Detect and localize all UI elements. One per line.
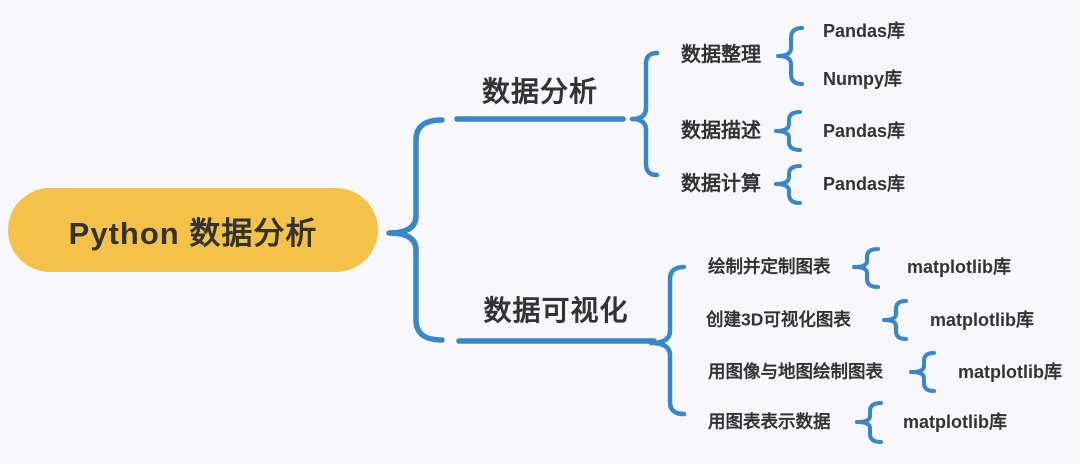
lib-node-pandas-2[interactable]: Pandas库	[823, 121, 906, 141]
child-node-data-compute[interactable]: 数据计算	[681, 173, 761, 195]
brace-data-describe-icon	[774, 110, 802, 152]
lib-node-pandas-3[interactable]: Pandas库	[823, 174, 906, 194]
branch-node-data-visualization[interactable]: 数据可视化	[483, 295, 629, 326]
child-node-data-describe[interactable]: 数据描述	[681, 120, 761, 142]
child-node-chart-data[interactable]: 用图表表示数据	[708, 411, 831, 432]
lib-node-matplotlib-3[interactable]: matplotlib库	[958, 362, 1062, 382]
child-node-plot-charts[interactable]: 绘制并定制图表	[708, 256, 831, 277]
lib-node-numpy[interactable]: Numpy库	[823, 69, 903, 89]
brace-map-charts-icon	[909, 351, 936, 393]
lib-node-matplotlib-1[interactable]: matplotlib库	[907, 257, 1011, 277]
child-node-data-cleanup[interactable]: 数据整理	[681, 44, 761, 66]
child-node-map-charts[interactable]: 用图像与地图绘制图表	[708, 361, 883, 382]
root-node[interactable]: Python 数据分析	[8, 188, 378, 272]
branch1-brace-icon	[629, 50, 660, 178]
brace-plot-charts-icon	[852, 247, 880, 289]
brace-data-compute-icon	[774, 164, 802, 205]
brace-chart-data-icon	[855, 401, 883, 444]
child-node-3d-charts[interactable]: 创建3D可视化图表	[706, 309, 851, 330]
root-brace-icon	[386, 117, 445, 343]
branch2-brace-icon	[648, 264, 687, 417]
lib-node-matplotlib-4[interactable]: matplotlib库	[903, 412, 1007, 432]
lib-node-pandas-1[interactable]: Pandas库	[823, 21, 906, 41]
brace-data-cleanup-icon	[776, 26, 804, 86]
branch-node-data-analysis[interactable]: 数据分析	[481, 76, 598, 107]
brace-3d-charts-icon	[882, 299, 908, 341]
root-node-label: Python 数据分析	[68, 215, 318, 251]
lib-node-matplotlib-2[interactable]: matplotlib库	[930, 310, 1034, 330]
